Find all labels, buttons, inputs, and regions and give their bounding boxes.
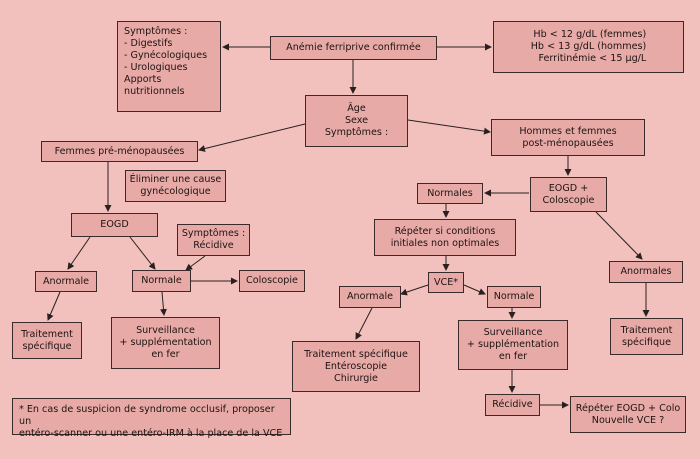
surveillance-right-box: Surveillance + supplémentation en fer xyxy=(458,320,568,370)
age-sexe-symptomes-box: Âge Sexe Symptômes : xyxy=(305,95,408,147)
edge-vce-to-anormale xyxy=(400,284,429,296)
anormales-right-box: Anormales xyxy=(609,261,683,283)
eogd-box: EOGD xyxy=(71,213,158,237)
footnote-box: * En cas de suspicion de syndrome occlus… xyxy=(12,398,291,439)
edge-anormale-to-chir xyxy=(355,307,373,340)
vce-box: VCE* xyxy=(428,272,464,293)
edge-symptomes-to-normale xyxy=(185,255,206,271)
traitement-specifique-left-box: Traitement spécifique xyxy=(12,322,82,359)
traitement-enteroscopie-chirurgie-box: Traitement spécifique Entéroscopie Chiru… xyxy=(292,341,420,392)
symptomes-recidive-box: Symptômes : Récidive xyxy=(177,224,250,256)
normale-mid-box: Normale xyxy=(487,286,541,308)
symptomes-types-box: Symptômes : - Digestifs - Gynécologiques… xyxy=(117,21,221,112)
edge-age-to-hommes xyxy=(407,119,491,135)
hommes-femmes-post-box: Hommes et femmes post-ménopausées xyxy=(491,119,645,156)
edge-age-to-femmes xyxy=(198,123,306,152)
criteres-biologiques-box: Hb < 12 g/dL (femmes) Hb < 13 g/dL (homm… xyxy=(493,21,684,73)
coloscopie-box: Coloscopie xyxy=(239,270,305,292)
edge-eogd-to-anormale xyxy=(67,236,91,270)
eogd-coloscopie-box: EOGD + Coloscopie xyxy=(530,177,607,212)
edge-anormale-to-traitement xyxy=(47,291,61,321)
surveillance-left-box: Surveillance + supplémentation en fer xyxy=(111,317,220,369)
anormale-mid-box: Anormale xyxy=(339,286,401,308)
traitement-specifique-right-box: Traitement spécifique xyxy=(610,318,683,355)
repeter-conditions-box: Répéter si conditions initiales non opti… xyxy=(374,219,516,256)
anormale-left-box: Anormale xyxy=(35,271,97,292)
edge-normale-to-surveillance xyxy=(159,291,167,316)
edge-vce-to-normale xyxy=(463,284,486,295)
edge-eogdcolo-to-anormales xyxy=(595,211,643,260)
normales-box: Normales xyxy=(417,183,483,204)
femmes-pre-menopausees-box: Femmes pré-ménopausées xyxy=(41,141,198,162)
eliminer-cause-gynecologique-box: Éliminer une cause gynécologique xyxy=(125,170,226,202)
edge-eogd-to-normale xyxy=(129,236,156,270)
anemie-confirmee-box: Anémie ferriprive confirmée xyxy=(270,36,437,60)
normale-left-box: Normale xyxy=(132,270,191,292)
recidive-box: Récidive xyxy=(485,394,540,416)
repeter-eogd-vce-box: Répéter EOGD + Colo Nouvelle VCE ? xyxy=(570,396,686,433)
